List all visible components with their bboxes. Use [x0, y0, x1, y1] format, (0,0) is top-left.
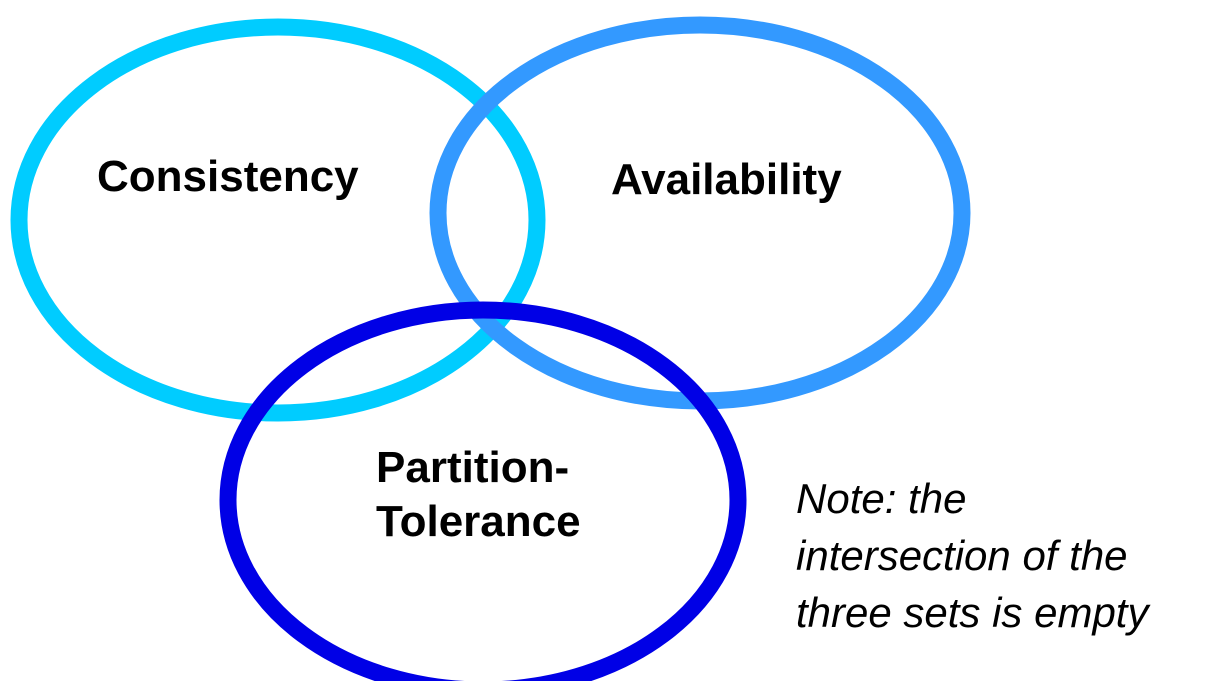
- label-partition-line: Tolerance: [376, 497, 581, 546]
- circle-consistency: [10, 18, 546, 422]
- label-partition-tolerance: Partition- Tolerance: [376, 441, 581, 549]
- note-line: intersection of the: [796, 532, 1128, 579]
- circle-availability: [429, 16, 971, 410]
- label-consistency: Consistency: [97, 152, 359, 201]
- note-line: Note: the: [796, 475, 967, 522]
- note-line: three sets is empty: [796, 589, 1149, 636]
- label-availability: Availability: [611, 155, 842, 204]
- circle-partition: [219, 301, 747, 681]
- label-partition-line: Partition-: [376, 443, 570, 492]
- note-text: Note: the intersection of the three sets…: [796, 470, 1148, 641]
